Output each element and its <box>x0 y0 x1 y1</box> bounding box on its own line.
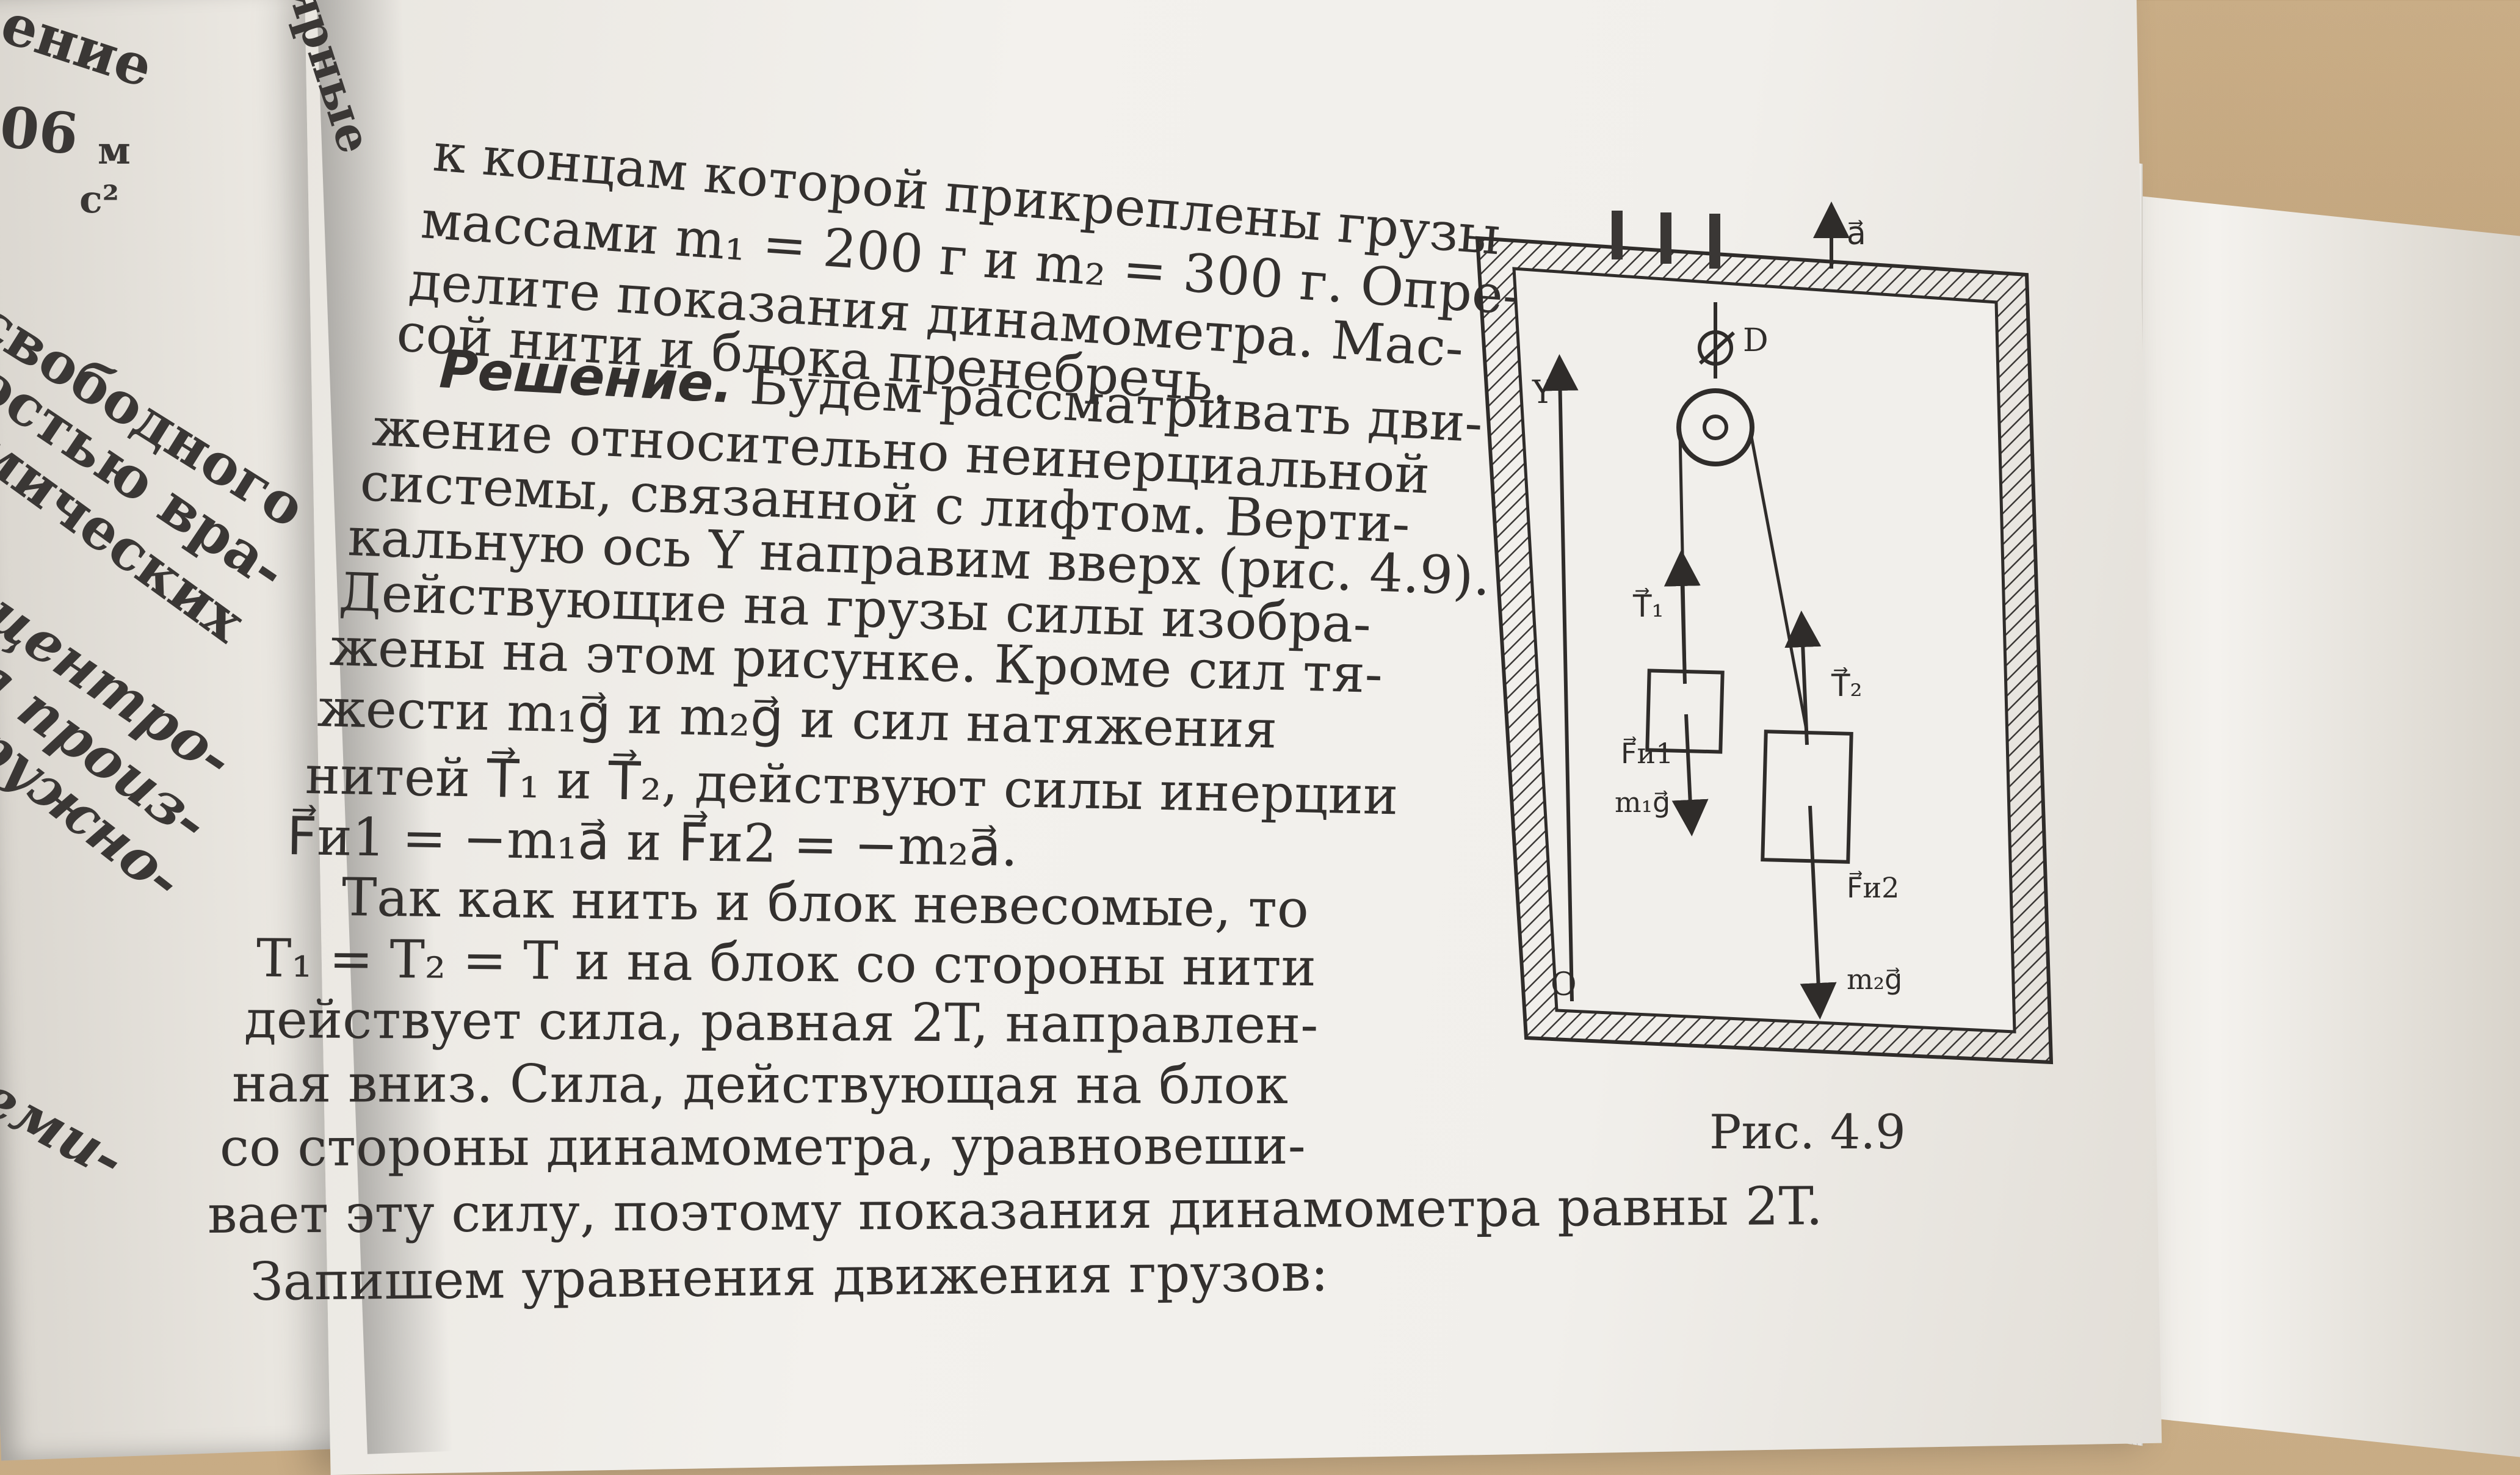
figure-elevator-diagram: a⃗ D Y O T⃗₁ T⃗₂ F⃗и1 m₁g⃗ F⃗и2 m₂g⃗ <box>1475 201 2054 1065</box>
pulley <box>1676 388 1754 466</box>
force-m1g-arrow <box>1671 714 1709 836</box>
label-m2g: m₂g⃗ <box>1847 963 1902 996</box>
label-Y: Y <box>1532 374 1554 411</box>
text-line: действует сила, равная 2T, направлен- <box>244 989 1319 1056</box>
pulley-axle <box>1703 415 1728 440</box>
label-T2: T⃗₂ <box>1831 667 1863 703</box>
dynamometer-D <box>1698 330 1733 366</box>
y-axis <box>1541 354 1579 1002</box>
left-fragment: 06 <box>0 93 82 168</box>
label-Fi2: F⃗и2 <box>1847 871 1899 904</box>
label-Fi1: F⃗и1 <box>1621 737 1673 770</box>
elevator-cabin-interior <box>1512 267 2016 1034</box>
label-m1g: m₁g⃗ <box>1615 786 1670 819</box>
label-a: a⃗ <box>1847 216 1866 252</box>
weight-m2 <box>1761 730 1853 864</box>
string-right <box>1749 433 1809 733</box>
left-fragment: с² <box>79 177 119 222</box>
force-m2g-arrow <box>1800 805 1837 1020</box>
ceiling-support <box>1612 211 1623 259</box>
text-line: со стороны динамометра, уравновеши- <box>219 1115 1306 1178</box>
text-line: вает эту силу, поэтому показания динамом… <box>207 1176 1823 1245</box>
text-line: Так как нить и блок невесомые, то <box>341 867 1309 940</box>
text-line: T₁ = T₂ = T и на блок со стороны нити <box>256 928 1317 999</box>
tension-T1-arrow <box>1664 549 1701 684</box>
label-T1: T⃗₁ <box>1632 588 1664 624</box>
text-line: ная вниз. Сила, действующая на блок <box>231 1053 1289 1117</box>
figure-caption: Рис. 4.9 <box>1709 1105 1906 1160</box>
label-O: O <box>1551 966 1577 1003</box>
text-line: Запишем уравнения движения грузов: <box>250 1242 1329 1313</box>
ceiling-support <box>1709 214 1720 269</box>
label-D: D <box>1743 322 1769 359</box>
ceiling-support <box>1660 212 1671 264</box>
dynamometer-slash <box>1698 331 1736 365</box>
left-fragment: м <box>98 128 131 173</box>
tension-T2-arrow <box>1784 611 1822 745</box>
